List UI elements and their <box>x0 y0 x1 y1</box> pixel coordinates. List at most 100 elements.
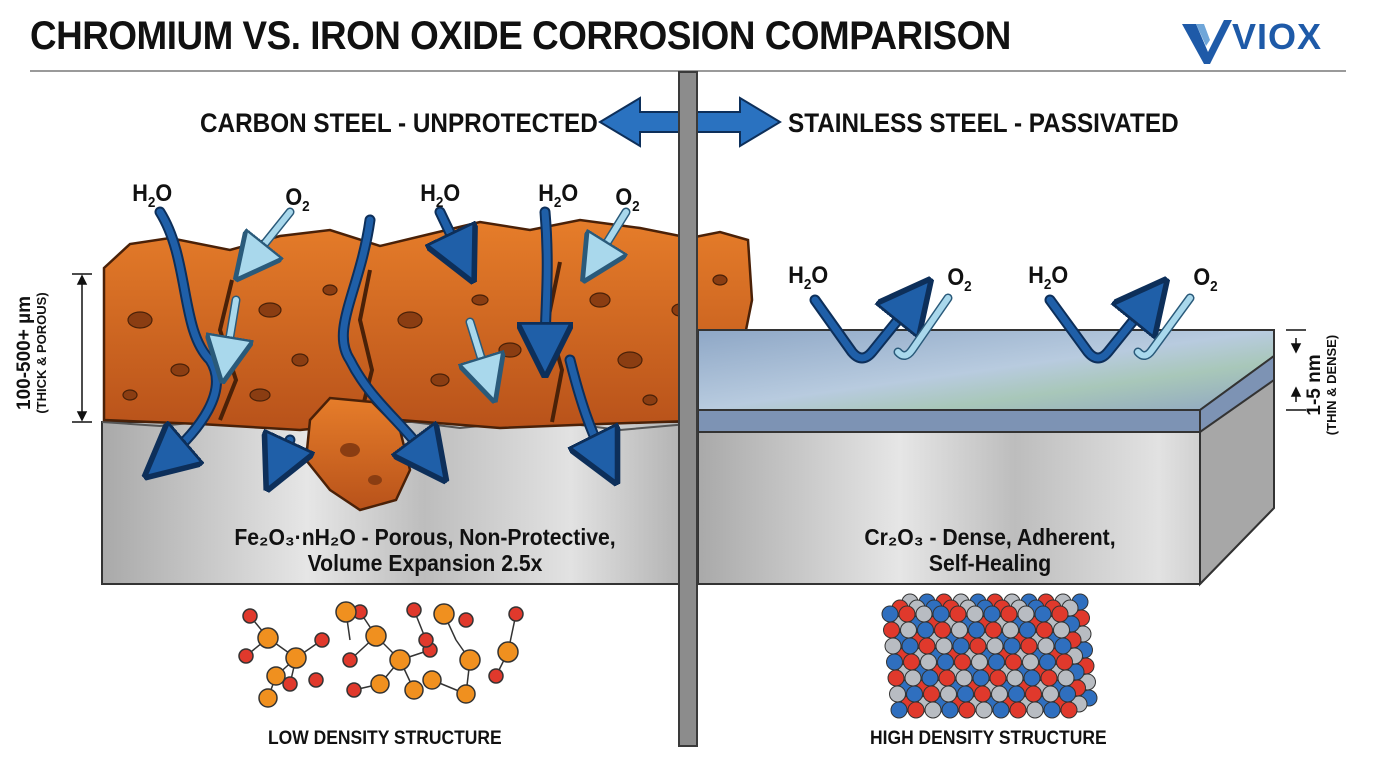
lattice-atom <box>985 621 1002 639</box>
h2o-label: H2O <box>1028 262 1069 293</box>
lattice-atom <box>1002 621 1019 639</box>
lattice-atom <box>1019 621 1036 639</box>
chromium-oxide-caption: Cr₂O₃ - Dense, Adherent, Self-Healing <box>864 524 1116 576</box>
lattice-atom <box>1020 637 1038 655</box>
lattice-atom <box>924 701 942 719</box>
lattice-atom <box>971 653 988 671</box>
lattice-atom <box>983 605 1001 623</box>
lattice-atom <box>958 701 976 719</box>
lattice-atom <box>1039 653 1056 671</box>
lattice-atom <box>903 653 920 671</box>
lattice-atom <box>1051 605 1069 623</box>
lattice-atom <box>935 637 953 655</box>
right-heading: STAINLESS STEEL - PASSIVATED <box>788 108 1179 138</box>
lattice-atom <box>955 669 973 687</box>
lattice-atom <box>1042 685 1059 703</box>
lattice-atom <box>949 605 967 623</box>
page-title: CHROMIUM VS. IRON OXIDE CORROSION COMPAR… <box>30 14 1011 58</box>
right-thickness-label: 1-5 nm (THIN & DENSE) <box>1304 334 1339 436</box>
lattice-atom <box>966 605 984 623</box>
center-divider <box>598 71 782 747</box>
lattice-atom <box>952 637 970 655</box>
h2o-label: H2O <box>538 180 579 211</box>
lattice-atom <box>884 637 902 655</box>
lattice-atom <box>898 605 916 623</box>
lattice-atom <box>1022 653 1039 671</box>
lattice-atom <box>937 653 954 671</box>
lattice-atom <box>923 685 940 703</box>
lattice-atom <box>989 669 1007 687</box>
lattice-atom <box>932 605 950 623</box>
lattice-atom <box>918 637 936 655</box>
lattice-atom <box>917 621 934 639</box>
left-thickness-label: 100-500+ µm (THICK & POROUS) <box>14 292 49 414</box>
lattice-atom <box>1017 605 1035 623</box>
penetration-arrows <box>160 206 631 466</box>
h2o-label: H2O <box>788 262 829 293</box>
lattice-atom <box>940 685 957 703</box>
lattice-atom <box>1056 653 1073 671</box>
left-heading: CARBON STEEL - UNPROTECTED <box>200 108 598 138</box>
lattice-atom <box>954 653 971 671</box>
lattice-atom <box>900 621 917 639</box>
lattice-atom <box>1043 701 1061 719</box>
viox-logo-icon <box>1182 20 1232 64</box>
lattice-atom <box>1034 605 1052 623</box>
lattice-atom <box>1025 685 1042 703</box>
lattice-atom <box>881 605 899 623</box>
h2o-label: H2O <box>420 180 461 211</box>
lattice-atom <box>938 669 956 687</box>
high-density-label: HIGH DENSITY STRUCTURE <box>870 728 1107 749</box>
lattice-atom <box>1005 653 1022 671</box>
o2-label: O2 <box>1193 264 1218 295</box>
logo-text: VIOX <box>1232 16 1323 57</box>
lattice-atom <box>1023 669 1041 687</box>
o2-label: O2 <box>947 264 972 295</box>
lattice-atom <box>901 637 919 655</box>
lattice-atom <box>889 685 906 703</box>
lattice-atom <box>1037 637 1055 655</box>
lattice-atom <box>968 621 985 639</box>
lattice-atom <box>1006 669 1024 687</box>
lattice-atom <box>991 685 1008 703</box>
lattice-atom <box>920 653 937 671</box>
thickness-dimension-right <box>1286 329 1306 411</box>
h2o-label: H2O <box>132 180 173 211</box>
lattice-atom <box>1054 637 1072 655</box>
lattice-atom <box>1008 685 1025 703</box>
high-density-structure <box>881 593 1098 719</box>
lattice-atom <box>941 701 959 719</box>
lattice-atom <box>974 685 991 703</box>
lattice-atom <box>1036 621 1053 639</box>
lattice-atom <box>992 701 1010 719</box>
lattice-atom <box>906 685 923 703</box>
lattice-atom <box>1057 669 1075 687</box>
lattice-atom <box>883 621 900 639</box>
o2-label: O2 <box>615 184 640 215</box>
lattice-atom <box>1059 685 1076 703</box>
o2-label: O2 <box>285 184 310 215</box>
thickness-dimension-left <box>72 273 92 423</box>
lattice-atom <box>972 669 990 687</box>
lattice-atom <box>890 701 908 719</box>
lattice-atom <box>904 669 922 687</box>
iron-oxide-caption: Fe₂O₃·nH₂O - Porous, Non-Protective, Vol… <box>234 524 616 576</box>
lattice-atom <box>957 685 974 703</box>
passive-oxide-layer <box>697 329 1275 433</box>
lattice-atom <box>1060 701 1078 719</box>
lattice-atom <box>1053 621 1070 639</box>
reflection-arrows <box>809 298 1195 364</box>
lattice-atom <box>907 701 925 719</box>
lattice-atom <box>921 669 939 687</box>
lattice-atom <box>934 621 951 639</box>
lattice-atom <box>951 621 968 639</box>
lattice-atom <box>886 653 903 671</box>
lattice-atom <box>887 669 905 687</box>
lattice-atom <box>1026 701 1044 719</box>
lattice-atom <box>988 653 1005 671</box>
low-density-label: LOW DENSITY STRUCTURE <box>268 728 502 749</box>
lattice-atom <box>1009 701 1027 719</box>
lattice-atom <box>969 637 987 655</box>
lattice-atom <box>1040 669 1058 687</box>
